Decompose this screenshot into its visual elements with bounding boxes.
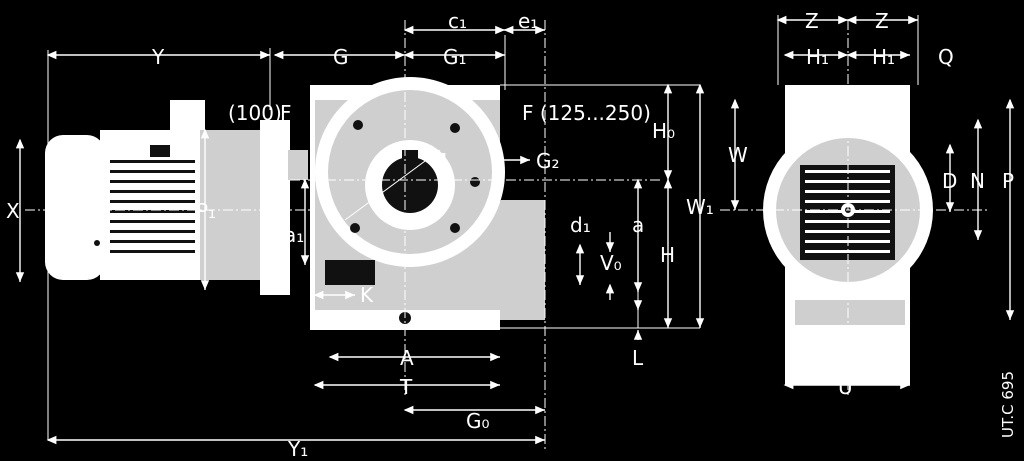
label-H: H (660, 243, 675, 267)
label-W: W (728, 143, 748, 167)
label-a: a (632, 213, 644, 237)
label-H1-left: H₁ (806, 45, 829, 69)
label-T: T (399, 375, 413, 399)
label-F-left: F (280, 101, 292, 125)
label-K: K (360, 283, 374, 307)
label-Y: Y (151, 45, 165, 69)
label-G1: G₁ (443, 45, 467, 69)
label-X: X (6, 199, 20, 223)
label-d1: d₁ (570, 213, 591, 237)
label-U: U (838, 375, 853, 399)
label-G: G (333, 45, 349, 69)
label-Q: Q (938, 45, 954, 69)
gearbox-front (310, 77, 545, 330)
label-M: M (430, 149, 447, 173)
label-H1-right: H₁ (872, 45, 895, 69)
label-G0: G₀ (466, 409, 490, 433)
label-W1: W₁ (686, 195, 714, 219)
dimension-labels: Y G G₁ c₁ e₁ X P₁ a₁ K F (100) F (125...… (6, 9, 1017, 461)
label-P1: P₁ (196, 199, 216, 223)
label-B: B (838, 346, 852, 370)
label-P: P (1002, 169, 1014, 193)
motor (45, 100, 308, 295)
label-F-right: F (125...250) (522, 101, 651, 125)
label-Y1: Y₁ (287, 437, 308, 461)
label-L: L (632, 346, 644, 370)
label-Z-left: Z (805, 9, 819, 33)
label-e1: e₁ (518, 9, 538, 33)
label-c1: c₁ (448, 9, 467, 33)
label-D: D (942, 169, 957, 193)
drawing-id: UT.C 695 (999, 371, 1017, 438)
center-lines (25, 20, 990, 450)
label-N: N (970, 169, 985, 193)
label-a1: a₁ (284, 223, 304, 247)
label-Z-right: Z (875, 9, 889, 33)
dimension-lines (15, 15, 1015, 445)
label-A: A (400, 346, 414, 370)
label-H0: H₀ (652, 119, 675, 143)
label-G2: G₂ (536, 149, 560, 173)
label-V0: V₀ (600, 251, 622, 275)
label-100: (100) (228, 101, 282, 125)
